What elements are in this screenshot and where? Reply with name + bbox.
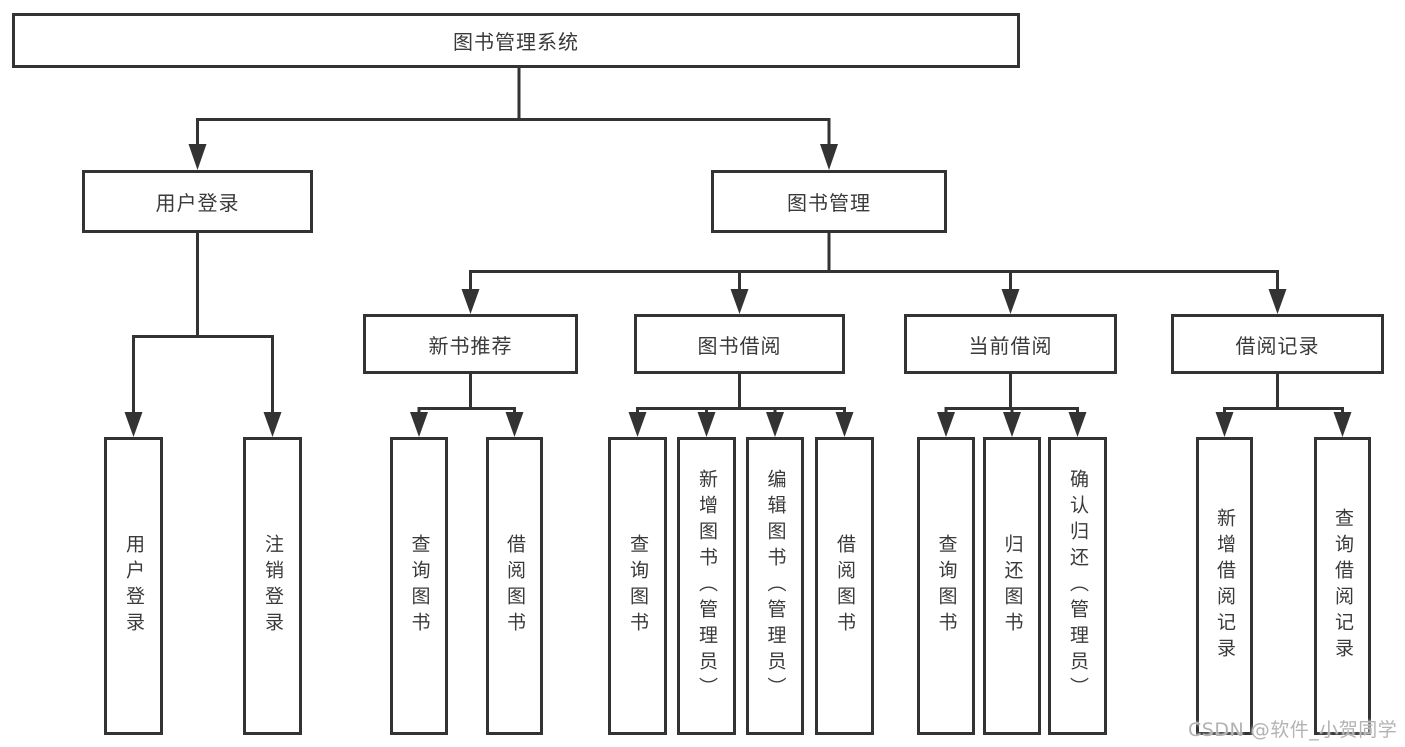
connector-current-borrow-fan (937, 372, 1087, 437)
node-label: 注销登录 (262, 534, 284, 638)
leaf-user-login: 用户登录 (104, 437, 163, 735)
leaf-borrow-books: 借阅图书 (815, 437, 874, 735)
leaf-add-borrow-record: 新增借阅记录 (1196, 437, 1253, 735)
node-label: 图书管理 (787, 191, 871, 215)
leaf-query-books-recommend: 查询图书 (390, 437, 448, 735)
node-label: 当前借阅 (968, 333, 1053, 358)
node-label: 新书推荐 (428, 333, 513, 358)
node-label: 用户登录 (123, 534, 145, 638)
leaf-logout: 注销登录 (243, 437, 302, 735)
node-label: 借阅图书 (504, 534, 526, 638)
node-label: 图书管理系统 (453, 30, 579, 54)
csdn-watermark: CSDN @软件_小贺同学 (1188, 719, 1398, 741)
node-label: 借阅记录 (1235, 333, 1320, 358)
node-label: 查询图书 (408, 534, 431, 638)
node-label: 查询图书 (627, 534, 649, 638)
node-label: 新增图书（管理员） (696, 469, 718, 703)
leaf-query-borrow-record: 查询借阅记录 (1314, 437, 1371, 735)
node-library-management-system: 图书管理系统 (12, 13, 1020, 68)
leaf-query-books-current: 查询图书 (917, 437, 975, 735)
node-current-borrow: 当前借阅 (904, 314, 1117, 374)
node-book-borrow: 图书借阅 (634, 314, 845, 374)
node-user-login: 用户登录 (82, 170, 313, 233)
node-label: 确认归还（管理员） (1067, 469, 1089, 703)
leaf-add-book-admin: 新增图书（管理员） (677, 437, 736, 735)
node-book-management: 图书管理 (711, 170, 947, 233)
node-label: 查询图书 (935, 534, 958, 638)
connector-user-login-fan (124, 231, 282, 437)
connector-root-fan (188, 66, 838, 170)
node-label: 查询借阅记录 (1332, 508, 1354, 664)
node-label: 新增借阅记录 (1214, 508, 1236, 664)
leaf-edit-book-admin: 编辑图书（管理员） (746, 437, 804, 735)
leaf-return-book: 归还图书 (983, 437, 1041, 735)
connector-book-management-fan (461, 231, 1287, 314)
node-label: 图书借阅 (697, 333, 782, 358)
node-label: 编辑图书（管理员） (764, 469, 787, 703)
node-new-book-recommend: 新书推荐 (363, 314, 578, 374)
node-label: 借阅图书 (834, 534, 856, 638)
connector-borrow-records-fan (1215, 372, 1352, 437)
node-label: 归还图书 (1001, 534, 1024, 638)
leaf-borrow-books-recommend: 借阅图书 (486, 437, 543, 735)
node-borrow-records: 借阅记录 (1171, 314, 1384, 374)
node-label: 用户登录 (155, 191, 240, 215)
connector-book-borrow-fan (628, 372, 854, 437)
leaf-confirm-return-admin: 确认归还（管理员） (1048, 437, 1107, 735)
connector-new-book-fan (410, 372, 524, 437)
leaf-query-books-borrow: 查询图书 (608, 437, 667, 735)
